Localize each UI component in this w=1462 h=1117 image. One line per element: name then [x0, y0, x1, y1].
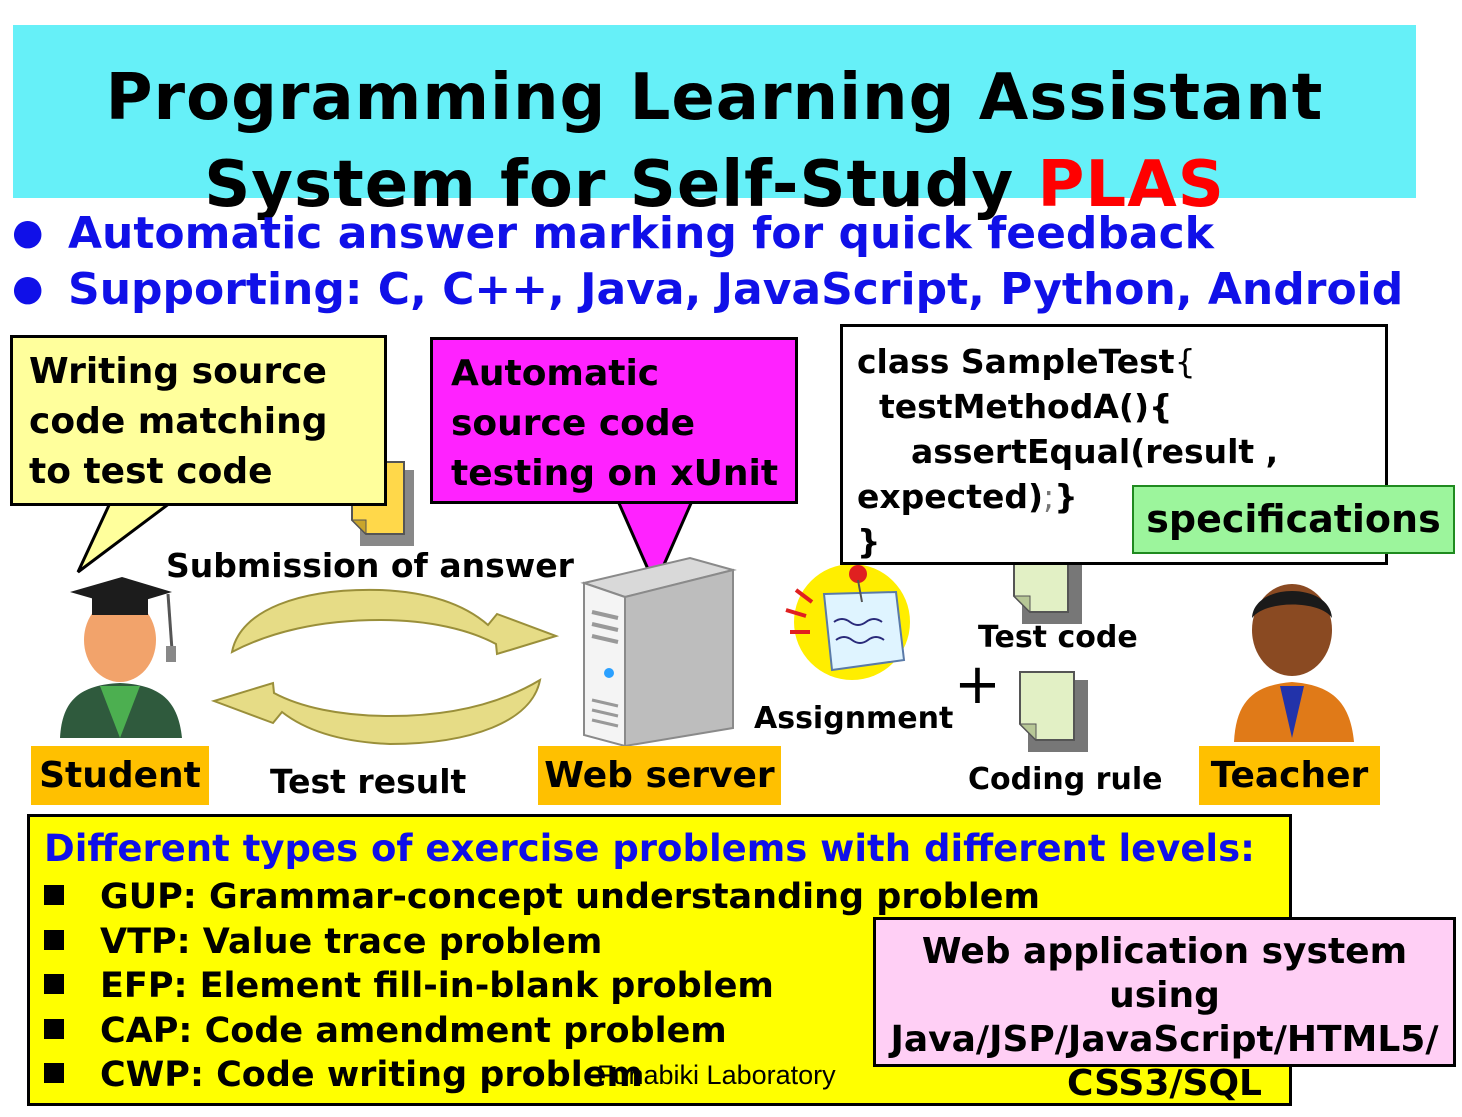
title-line-2: System for Self-Study PLAS [13, 148, 1416, 222]
student-label: Student [31, 746, 209, 805]
web-app-line: Web application system using [921, 931, 1408, 1016]
bullet-languages: ● Supporting: C, C++, Java, JavaScript, P… [12, 264, 1403, 315]
specifications-label: specifications [1132, 485, 1455, 554]
title-line-1: Programming Learning Assistant [105, 61, 1324, 135]
title-banner: Programming Learning Assistant System fo… [13, 25, 1416, 222]
problem-types-box: Different types of exercise problems wit… [27, 814, 1292, 1106]
square-bullet-icon [44, 974, 64, 994]
assignment-icon [785, 564, 910, 680]
square-bullet-icon [44, 1019, 64, 1039]
coding-rule-label: Coding rule [968, 762, 1163, 797]
coding-rule-document-icon [1018, 671, 1088, 752]
bullet-dot-icon: ● [12, 268, 44, 309]
code-expected: expected) [857, 477, 1044, 516]
square-bullet-icon [44, 930, 64, 950]
bullet-dot-icon: ● [12, 212, 44, 253]
test-code-label: Test code [978, 620, 1138, 655]
code-semicolon: ; [1043, 477, 1055, 516]
writing-callout-line: Writing source [29, 351, 327, 392]
teacher-label: Teacher [1199, 746, 1380, 805]
code-line-3: assertEqual(result , [911, 432, 1279, 471]
assignment-label: Assignment [754, 701, 954, 736]
writing-callout-line: code matching [29, 401, 328, 442]
bullet-feedback: ● Automatic answer marking for quick feed… [12, 208, 1214, 259]
problem-type-text: CAP: Code amendment problem [100, 1011, 727, 1051]
problem-type-text: CWP: Code writing problem [100, 1055, 643, 1095]
code-line-1: class SampleTest{ [857, 339, 1385, 384]
bullet-text: Automatic answer marking for quick feedb… [68, 208, 1214, 259]
cycle-arrows-icon [210, 588, 560, 746]
problem-type-item: CAP: Code amendment problem [44, 1011, 727, 1051]
problem-type-text: GUP: Grammar-concept understanding probl… [100, 877, 1040, 917]
square-bullet-icon [44, 885, 64, 905]
square-bullet-icon [44, 1063, 64, 1083]
title-line-2-text: System for Self-Study [204, 148, 1038, 222]
auto-callout-line: Automatic [451, 353, 660, 394]
problem-type-text: EFP: Element fill-in-blank problem [100, 966, 774, 1006]
automatic-testing-callout: Automatic source code testing on xUnit [430, 337, 798, 504]
code-line-4: expected);} [857, 474, 1385, 519]
web-server-label: Web server [538, 746, 781, 805]
test-result-label: Test result [270, 762, 467, 801]
problem-type-item: EFP: Element fill-in-blank problem [44, 966, 774, 1006]
code-class-decl: class SampleTest [857, 342, 1175, 381]
auto-callout-line: source code [451, 403, 696, 444]
writing-callout: Writing source code matching to test cod… [10, 335, 387, 506]
web-app-line: Java/JSP/JavaScript/HTML5/ [890, 1019, 1439, 1060]
writing-callout-line: to test code [29, 451, 273, 492]
problem-type-item: GUP: Grammar-concept understanding probl… [44, 877, 1040, 917]
code-open-brace: { [1174, 342, 1196, 381]
code-line-2: testMethodA(){ [879, 387, 1173, 426]
teacher-icon [1234, 584, 1354, 742]
plus-icon: + [954, 652, 1001, 717]
problem-type-item: CWP: Code writing problem [44, 1055, 643, 1095]
plas-highlight: PLAS [1037, 148, 1225, 222]
problem-type-item: VTP: Value trace problem [44, 922, 602, 962]
problem-types-heading: Different types of exercise problems wit… [44, 827, 1255, 870]
code-line-5: } [857, 522, 881, 561]
lab-credit: Funabiki Laboratory [597, 1060, 836, 1090]
code-close-brace: } [1054, 477, 1078, 516]
web-app-system-box: Web application system using Java/JSP/Ja… [873, 917, 1456, 1104]
web-app-line: CSS3/SQL [1067, 1063, 1262, 1104]
submission-label: Submission of answer [166, 546, 574, 585]
bullet-text: Supporting: C, C++, Java, JavaScript, Py… [68, 264, 1404, 315]
writing-callout-tail [76, 501, 175, 574]
auto-callout-line: testing on xUnit [451, 453, 779, 494]
problem-type-text: VTP: Value trace problem [100, 922, 603, 962]
web-server-icon [580, 556, 737, 748]
student-icon [60, 577, 182, 738]
